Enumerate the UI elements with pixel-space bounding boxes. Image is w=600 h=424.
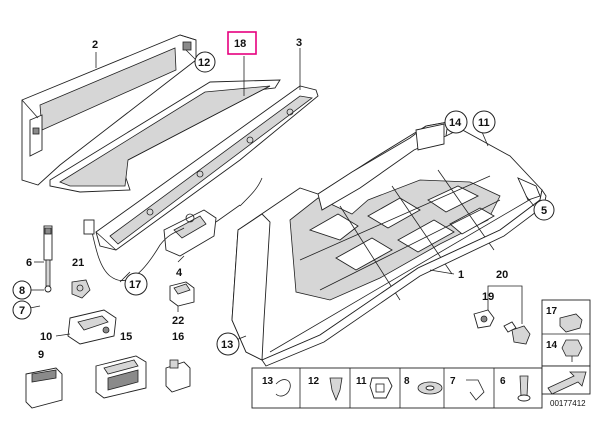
- part-19-20-bracket-line: [487, 285, 523, 324]
- legend-right: 17 14: [541, 299, 591, 395]
- callout-21: 21: [72, 257, 84, 269]
- callout-16: 16: [172, 331, 184, 343]
- callout-4: 4: [176, 267, 183, 279]
- legend-item-17-label: 17: [546, 306, 558, 317]
- legend-item-12-clip: [329, 377, 343, 402]
- callout-3: 3: [296, 37, 302, 49]
- part-17-connector: [83, 219, 95, 235]
- callout-13: 13: [221, 339, 233, 351]
- legend-item-7-clip: [466, 379, 485, 401]
- callout-20: 20: [496, 269, 508, 281]
- callout-14: 14: [449, 117, 462, 129]
- callout-17: 17: [129, 279, 141, 291]
- callout-8: 8: [19, 285, 25, 297]
- legend-item-6-label: 6: [500, 376, 506, 387]
- callout-11: 11: [478, 117, 490, 129]
- part-15-lamp[interactable]: [95, 355, 147, 399]
- part-16-switch[interactable]: [165, 359, 191, 393]
- callout-22: 22: [172, 315, 184, 327]
- part-22-bumper[interactable]: [169, 281, 195, 307]
- part-6-gas-strut[interactable]: [43, 225, 53, 293]
- legend-item-12-label: 12: [308, 376, 320, 387]
- leader-lines: [29, 48, 535, 341]
- part-21-clip[interactable]: [71, 279, 91, 299]
- callout-2: 2: [92, 39, 98, 51]
- legend-item-11-clip: [369, 377, 393, 399]
- legend-item-11-label: 11: [356, 376, 367, 387]
- part-5-hinge-strip[interactable]: [517, 177, 541, 201]
- legend-item-13-clip: [275, 379, 291, 397]
- part-3-lid-panel[interactable]: [95, 85, 319, 251]
- callout-7: 7: [19, 305, 25, 317]
- callout-10: 10: [40, 331, 52, 343]
- callout-1: 1: [458, 269, 464, 281]
- part-9-lamp-housing[interactable]: [25, 367, 63, 409]
- callout-12: 12: [198, 57, 210, 69]
- part-19-lock-cylinder[interactable]: [473, 309, 495, 329]
- legend-item-14-label: 14: [546, 340, 558, 351]
- legend-item-7-label: 7: [450, 376, 456, 387]
- part-2-rear-panel[interactable]: [21, 34, 197, 186]
- catalog-number: 00177412: [550, 399, 586, 408]
- legend-bottom: 13 12 11 8 7 6: [251, 367, 543, 409]
- part-10-latch[interactable]: [67, 309, 117, 345]
- legend-item-13-label: 13: [262, 376, 274, 387]
- callout-18-highlight-box: [227, 31, 257, 55]
- legend-item-14-rivet: [561, 339, 583, 357]
- callout-6: 6: [26, 257, 32, 269]
- legend-item-8-label: 8: [404, 376, 410, 387]
- callout-15: 15: [120, 331, 132, 343]
- part-18-tray[interactable]: [49, 79, 281, 193]
- callout-9: 9: [38, 349, 44, 361]
- callout-19: 19: [482, 291, 494, 303]
- arrow-icon: [547, 371, 587, 395]
- part-20-key[interactable]: [503, 321, 531, 345]
- legend-item-17-clip: [559, 313, 583, 333]
- callout-5: 5: [541, 205, 547, 217]
- callout-18: 18: [234, 38, 246, 50]
- legend-item-6-screw: [519, 375, 529, 397]
- part-1-glovebox-body[interactable]: [231, 121, 547, 367]
- part-4-lock-actuator[interactable]: [163, 204, 241, 257]
